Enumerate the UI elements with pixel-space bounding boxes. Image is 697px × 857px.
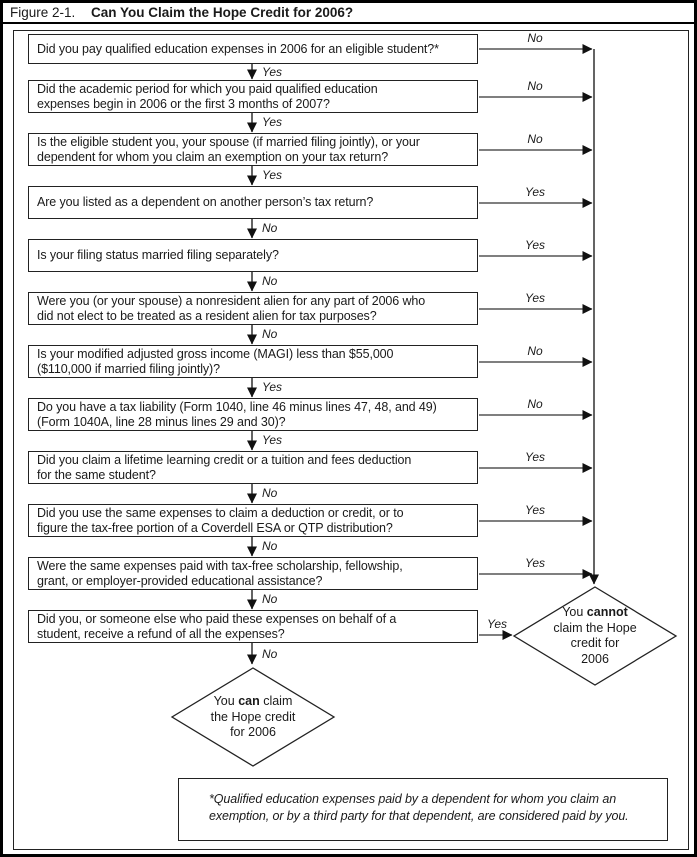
question-text: Did you claim a lifetime learning credit… [37,452,412,467]
question-text: ($110,000 if married filing jointly)? [37,361,220,376]
flowchart-frame [13,30,689,850]
side-arrow-label-6: Yes [524,291,545,305]
cannot-diamond: You cannot claim the Hope credit for 200… [516,605,674,667]
question-box-9: Did you claim a lifetime learning credit… [28,451,478,484]
side-arrow-label-7: No [527,344,543,358]
footnote-box: *Qualified education expenses paid by a … [178,778,668,841]
figure-titlebar: Figure 2-1. Can You Claim the Hope Credi… [10,5,353,20]
question-box-8: Do you have a tax liability (Form 1040, … [28,398,478,431]
down-arrow-label-2: Yes [262,115,283,129]
side-arrow-label-10: Yes [524,503,545,517]
question-text: Were the same expenses paid with tax-fre… [37,558,403,573]
down-arrow-label-12: No [262,647,278,661]
footnote-line: exemption, or by a third party for that … [209,809,629,823]
question-box-5: Is your filing status married filing sep… [28,239,478,272]
question-box-2: Did the academic period for which you pa… [28,80,478,113]
title-divider [3,22,694,24]
question-text: dependent for whom you claim an exemptio… [37,149,389,164]
side-arrow-label-12: Yes [486,617,507,631]
question-box-10: Did you use the same expenses to claim a… [28,504,478,537]
question-text: Do you have a tax liability (Form 1040, … [37,399,437,414]
outcome-text-line: the Hope credit [210,709,296,724]
can-diamond: You can claim the Hope credit for 2006 [174,694,332,741]
side-arrow-label-4: Yes [524,185,545,199]
down-arrow-label-6: No [262,327,278,341]
down-arrow-label-7: Yes [262,380,283,394]
question-box-7: Is your modified adjusted gross income (… [28,345,478,378]
question-text: expenses begin in 2006 or the first 3 mo… [37,96,330,111]
side-arrow-label-9: Yes [524,450,545,464]
question-text: grant, or employer-provided educational … [37,573,323,588]
down-arrow-label-4: No [262,221,278,235]
side-arrow-label-2: No [527,79,543,93]
down-arrow-label-10: No [262,539,278,553]
question-text: Is the eligible student you, your spouse… [37,134,420,149]
question-text: Did you pay qualified education expenses… [37,41,439,56]
figure-label: Figure 2-1. [10,5,76,20]
question-text: Is your modified adjusted gross income (… [37,346,394,361]
question-text: Are you listed as a dependent on another… [37,195,374,209]
question-box-12: Did you, or someone else who paid these … [28,610,478,643]
question-text: Is your filing status married filing sep… [37,248,279,262]
question-box-11: Were the same expenses paid with tax-fre… [28,557,478,590]
down-arrow-label-3: Yes [262,168,283,182]
question-box-4: Are you listed as a dependent on another… [28,186,478,219]
question-text: Were you (or your spouse) a nonresident … [37,293,426,308]
question-box-6: Were you (or your spouse) a nonresident … [28,292,478,325]
question-text: did not elect to be treated as a residen… [37,308,377,323]
question-box-1: Did you pay qualified education expenses… [28,34,478,64]
outcome-text-line: You cannot [562,605,628,619]
question-text: (Form 1040A, line 28 minus lines 29 and … [37,414,286,429]
footnote-line: *Qualified education expenses paid by a … [209,792,617,806]
down-arrow-label-1: Yes [262,65,283,79]
question-box-3: Is the eligible student you, your spouse… [28,133,478,166]
side-arrow-label-11: Yes [524,556,545,570]
outcome-text-line: You can claim [213,694,293,708]
outcome-text-line: for 2006 [230,725,276,739]
outcome-text-line: 2006 [581,651,609,666]
figure-title: Can You Claim the Hope Credit for 2006? [91,5,354,20]
down-arrow-label-9: No [262,486,278,500]
question-text: Did the academic period for which you pa… [37,81,378,96]
down-arrow-label-8: Yes [262,433,283,447]
side-arrow-label-8: No [527,397,543,411]
side-arrow-label-5: Yes [524,238,545,252]
outcome-text-line: claim the Hope [553,620,637,635]
outcome-text-line: credit for [570,636,620,650]
question-text: Did you use the same expenses to claim a… [37,505,404,520]
question-text: student, receive a refund of all the exp… [37,626,285,641]
down-arrow-label-11: No [262,592,278,606]
question-text: Did you, or someone else who paid these … [37,611,397,626]
side-arrow-label-1: No [527,31,543,45]
down-arrow-label-5: No [262,274,278,288]
side-arrow-label-3: No [527,132,543,146]
question-text: for the same student? [37,467,156,482]
question-text: figure the tax-free portion of a Coverde… [37,520,393,535]
